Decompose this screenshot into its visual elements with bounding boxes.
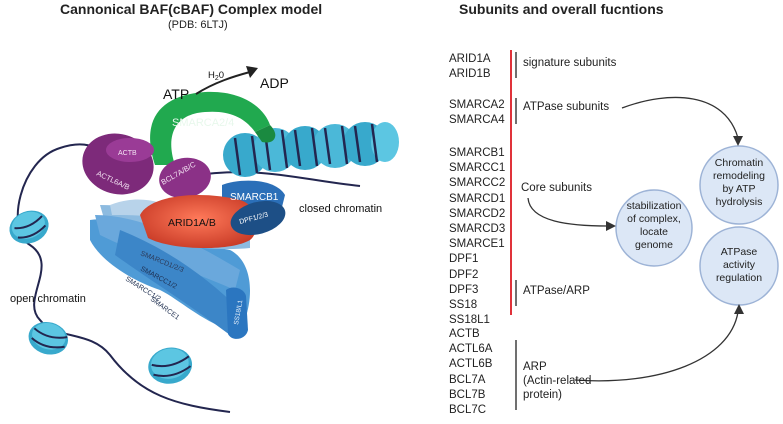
group-core-list: SMARCB1 SMARCC1 SMARCC2 SMARCD1 SMARCD2 … — [449, 146, 505, 328]
nucleosome — [9, 210, 49, 244]
closed-chromatin-label: closed chromatin — [299, 203, 382, 215]
ss18-label: SS18/L1 — [233, 299, 244, 325]
circle-text-line: Chromatin — [714, 157, 764, 169]
bcl7-subunit — [159, 157, 211, 199]
circle-text-line: by ATP — [722, 183, 756, 195]
list-item: SMARCE1 — [449, 238, 505, 251]
list-item: BCL7A — [449, 373, 486, 386]
list-item: SMARCA4 — [449, 114, 505, 127]
list-item: DPF3 — [449, 283, 479, 296]
atpase-arrow — [621, 96, 739, 139]
list-item: DPF1 — [449, 253, 479, 266]
h2o-o: 0 — [219, 70, 224, 81]
arp-arrow — [574, 311, 739, 382]
actl6-subunit — [82, 133, 154, 195]
ss18-subunit — [226, 287, 248, 339]
smarca-label: SMARCA2/4 — [172, 117, 234, 129]
actb-label: ACTB — [118, 150, 137, 157]
circle-text-line: ATPase — [720, 246, 758, 258]
list-item: BCL7C — [449, 404, 487, 417]
smarca-subunit — [150, 91, 270, 165]
core-arrow — [527, 197, 609, 227]
list-item: SMARCD1 — [449, 192, 506, 205]
nucleosome — [28, 321, 69, 355]
list-item: SMARCC1 — [449, 162, 506, 175]
circle-text-line: activity — [722, 259, 756, 271]
list-item: SMARCC2 — [449, 177, 506, 190]
group-atpase-list: SMARCA2 SMARCA4 — [449, 98, 505, 128]
list-item: SMARCA2 — [449, 99, 505, 111]
list-item: ACTB — [449, 328, 480, 340]
closed-nucleosomes — [223, 122, 399, 177]
left-subtitle: (PDB: 6LTJ) — [168, 19, 228, 31]
functions-diagram — [510, 50, 779, 410]
stabilization-circle — [615, 189, 693, 267]
circle-text-line: stabilization — [626, 200, 682, 212]
adp-label: ADP — [260, 75, 289, 91]
circle-text-line: locate — [639, 226, 669, 238]
remodeling-circle — [699, 145, 779, 225]
circle-text-line: of complex, — [627, 213, 681, 225]
list-item: SMARCD2 — [449, 207, 506, 220]
arp-note-line: (Actin-related — [523, 375, 592, 387]
circle-text-line: remodeling — [713, 170, 765, 182]
list-item: DPF2 — [449, 268, 479, 281]
regulation-text: ATPase activity regulation — [701, 246, 777, 285]
list-item: SS18L1 — [449, 314, 490, 327]
arid-label: ARID1A/B — [168, 217, 216, 229]
arp-note: ARP (Actin-related protein) — [523, 360, 591, 402]
list-item: ARID1A — [449, 53, 491, 65]
h2o-label: H — [208, 70, 215, 81]
atpase-arp-note: ATPase/ARP — [523, 285, 590, 297]
atp-label: ATP — [163, 86, 189, 102]
signature-note: signature subunits — [523, 57, 617, 69]
list-item: SMARCD3 — [449, 223, 506, 236]
circle-text-line: genome — [635, 239, 673, 251]
atp-arrow — [195, 71, 251, 95]
group-arp-list: ACTB ACTL6A ACTL6B BCL7A BCL7B BCL7C — [449, 327, 492, 418]
list-item: SMARCB1 — [449, 147, 505, 159]
h2o-sub: 2 — [215, 75, 219, 82]
circle-text-line: regulation — [715, 272, 763, 284]
circle-text-line: hydrolysis — [715, 196, 763, 208]
list-item: SS18 — [449, 299, 478, 312]
baf-complex-diagram: ATP H20 ADP SMARCA2/4 ACTB ACTL6A/B BCL7… — [9, 66, 399, 413]
smarce1-label: SMARCE1 — [149, 296, 181, 322]
arp-note-line: protein) — [523, 389, 562, 401]
list-item: ACTL6B — [449, 358, 493, 371]
open-chromatin-label: open chromatin — [10, 293, 86, 305]
dpf-subunit — [230, 200, 286, 236]
left-title: Cannonical BAF(cBAF) Complex model — [60, 1, 323, 17]
group-signature-list: ARID1A ARID1B — [449, 52, 491, 82]
arp-note-line: ARP — [523, 361, 547, 373]
remodeling-text: Chromatin remodeling by ATP hydrolysis — [701, 157, 777, 209]
nucleosome — [148, 347, 193, 384]
svg-text:H20: H20 — [208, 70, 224, 82]
atpase-note: ATPase subunits — [523, 101, 610, 113]
stabilization-text: stabilization of complex, locate genome — [616, 200, 692, 252]
list-item: BCL7B — [449, 388, 486, 401]
list-item: ACTL6A — [449, 343, 493, 356]
right-title: Subunits and overall fucntions — [459, 1, 664, 17]
actb-subunit — [106, 138, 154, 162]
arid-subunit — [140, 195, 257, 249]
list-item: ARID1B — [449, 68, 491, 81]
smarcb1-label: SMARCB1 — [230, 192, 279, 203]
core-note: Core subunits — [521, 182, 592, 194]
